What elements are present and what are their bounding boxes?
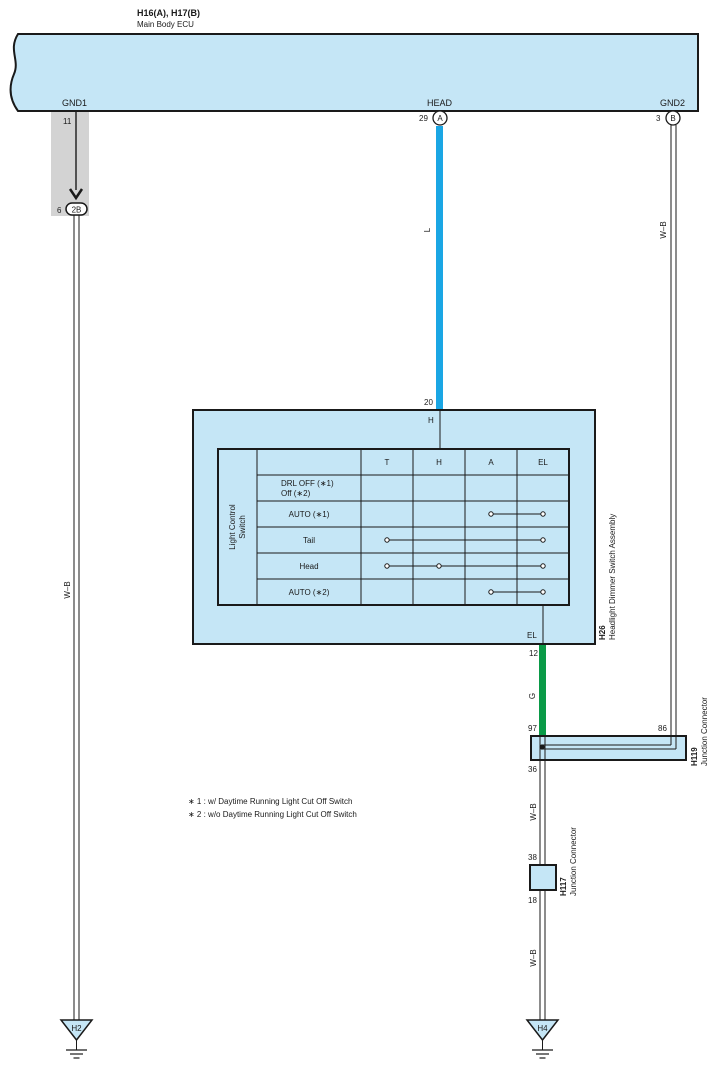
connector-a-label: A [437, 114, 443, 123]
h119-box [530, 735, 687, 761]
junction-2b-pin: 6 [57, 206, 62, 215]
ecu-pin-head-number: 29 [419, 114, 428, 123]
ground-h2-label: H2 [71, 1024, 82, 1033]
ecu-code: H16(A), H17(B) [137, 8, 200, 18]
connector-b-label: B [670, 114, 675, 123]
col-header-el: EL [538, 458, 548, 467]
switch-assembly-name: Headlight Dimmer Switch Assembly [608, 514, 617, 640]
h119-name: Junction Connector [700, 697, 709, 766]
col-header-h: H [436, 458, 442, 467]
continuity-dot [540, 511, 546, 517]
note-1: ∗ 1 : w/ Daytime Running Light Cut Off S… [188, 797, 352, 806]
wire-el-color: G [528, 693, 537, 699]
connector-b-circle [665, 110, 681, 126]
continuity-dot [488, 589, 494, 595]
wire-h119-h117-color: W–B [529, 803, 538, 820]
row-label-off: Off (∗2) [281, 489, 311, 498]
col-header-a: A [488, 458, 494, 467]
gnd1-arrow [68, 188, 84, 201]
gnd1-pin-number: 11 [63, 117, 72, 126]
ecu-pin-head-label: HEAD [427, 98, 453, 108]
switch-pin-bottom-number: 12 [529, 649, 538, 658]
row-label-auto1: AUTO (∗1) [289, 510, 330, 519]
row-label-tail: Tail [303, 536, 315, 545]
wire-head-l [436, 126, 443, 409]
row-label-auto2: AUTO (∗2) [289, 588, 330, 597]
h117-pin-bottom: 18 [528, 896, 537, 905]
ecu-pin-gnd1-label: GND1 [62, 98, 87, 108]
h117-code: H117 [559, 877, 568, 896]
switch-side-label-1: Light Control [228, 504, 237, 550]
continuity-dot [540, 589, 546, 595]
continuity-dot [540, 537, 546, 543]
h119-pin-97: 97 [528, 724, 537, 733]
switch-side-label-2: Switch [238, 515, 247, 539]
h117-name: Junction Connector [569, 827, 578, 896]
ecu-body [9, 33, 699, 112]
continuity-dot [384, 563, 390, 569]
h119-pin-86: 86 [658, 724, 667, 733]
connector-a-circle [432, 110, 448, 126]
h119-junction-dot [539, 744, 545, 750]
h119-code: H119 [690, 747, 699, 766]
continuity-dot [384, 537, 390, 543]
ecu-pin-gnd2-label: GND2 [660, 98, 685, 108]
ground-h4-triangle [525, 1019, 560, 1042]
switch-pin-top-number: 20 [424, 398, 433, 407]
h117-pin-top: 38 [528, 853, 537, 862]
ecu-name: Main Body ECU [137, 20, 194, 29]
wire-gnd1-color: W–B [63, 581, 72, 598]
switch-assembly-code: H26 [598, 625, 607, 640]
wire-gnd2-color: W–B [659, 221, 668, 238]
row-label-head: Head [299, 562, 318, 571]
junction-2b-oval [65, 202, 88, 216]
wire-el-g [539, 645, 546, 735]
switch-pin-bottom-label: EL [527, 631, 537, 640]
h117-box [529, 864, 557, 891]
switch-pin-top-label: H [428, 416, 434, 425]
ground-h4-label: H4 [537, 1024, 548, 1033]
continuity-dot [488, 511, 494, 517]
continuity-dot [436, 563, 442, 569]
h119-pin-36: 36 [528, 765, 537, 774]
gnd1-shield-area [51, 112, 89, 216]
junction-2b-label: 2B [72, 206, 82, 215]
ground-h2-triangle [59, 1019, 94, 1042]
ecu-pin-gnd2-number: 3 [656, 114, 661, 123]
col-header-t: T [385, 458, 390, 467]
row-label-drl-off: DRL OFF (∗1) [281, 479, 334, 488]
wire-h117-ground-color: W–B [529, 949, 538, 966]
continuity-dot [540, 563, 546, 569]
note-2: ∗ 2 : w/o Daytime Running Light Cut Off … [188, 810, 357, 819]
wire-head-color: L [423, 227, 432, 232]
